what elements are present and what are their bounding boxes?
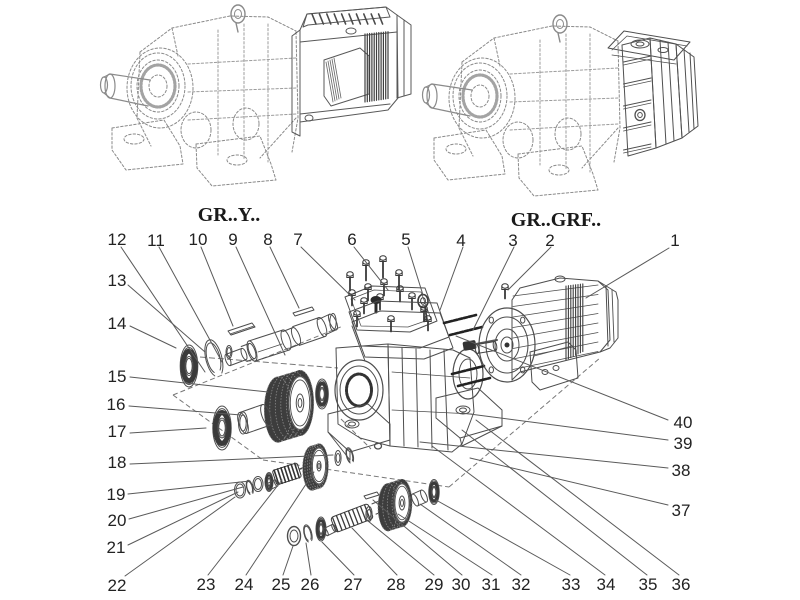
svg-text:GR..GRF..: GR..GRF.. (511, 209, 601, 231)
svg-text:3: 3 (508, 231, 517, 250)
svg-text:17: 17 (108, 422, 127, 441)
svg-text:13: 13 (108, 271, 127, 290)
svg-text:10: 10 (189, 230, 208, 249)
svg-text:34: 34 (597, 575, 616, 594)
svg-text:6: 6 (347, 230, 356, 249)
svg-text:29: 29 (425, 575, 444, 594)
svg-text:21: 21 (107, 538, 126, 557)
svg-text:23: 23 (197, 575, 216, 594)
svg-text:19: 19 (107, 485, 126, 504)
svg-text:18: 18 (108, 453, 127, 472)
svg-text:5: 5 (401, 230, 410, 249)
svg-text:28: 28 (387, 575, 406, 594)
svg-text:40: 40 (674, 413, 693, 432)
svg-text:26: 26 (301, 575, 320, 594)
svg-text:24: 24 (235, 575, 254, 594)
svg-text:22: 22 (108, 576, 127, 595)
svg-text:30: 30 (452, 575, 471, 594)
svg-text:GR..Y..: GR..Y.. (198, 204, 261, 226)
svg-text:37: 37 (672, 501, 691, 520)
svg-text:7: 7 (293, 230, 302, 249)
svg-text:38: 38 (672, 461, 691, 480)
svg-text:36: 36 (672, 575, 691, 594)
svg-text:1: 1 (670, 231, 679, 250)
svg-text:16: 16 (107, 395, 126, 414)
svg-text:15: 15 (108, 367, 127, 386)
svg-text:27: 27 (344, 575, 363, 594)
svg-text:8: 8 (263, 230, 272, 249)
svg-text:2: 2 (545, 231, 554, 250)
svg-text:4: 4 (456, 231, 465, 250)
svg-text:33: 33 (562, 575, 581, 594)
svg-text:25: 25 (272, 575, 291, 594)
svg-text:12: 12 (108, 230, 127, 249)
svg-text:20: 20 (108, 511, 127, 530)
svg-text:9: 9 (228, 230, 237, 249)
svg-text:39: 39 (674, 434, 693, 453)
svg-text:11: 11 (147, 231, 165, 250)
svg-text:35: 35 (639, 575, 658, 594)
svg-text:14: 14 (108, 314, 127, 333)
svg-text:32: 32 (512, 575, 531, 594)
svg-text:31: 31 (482, 575, 501, 594)
